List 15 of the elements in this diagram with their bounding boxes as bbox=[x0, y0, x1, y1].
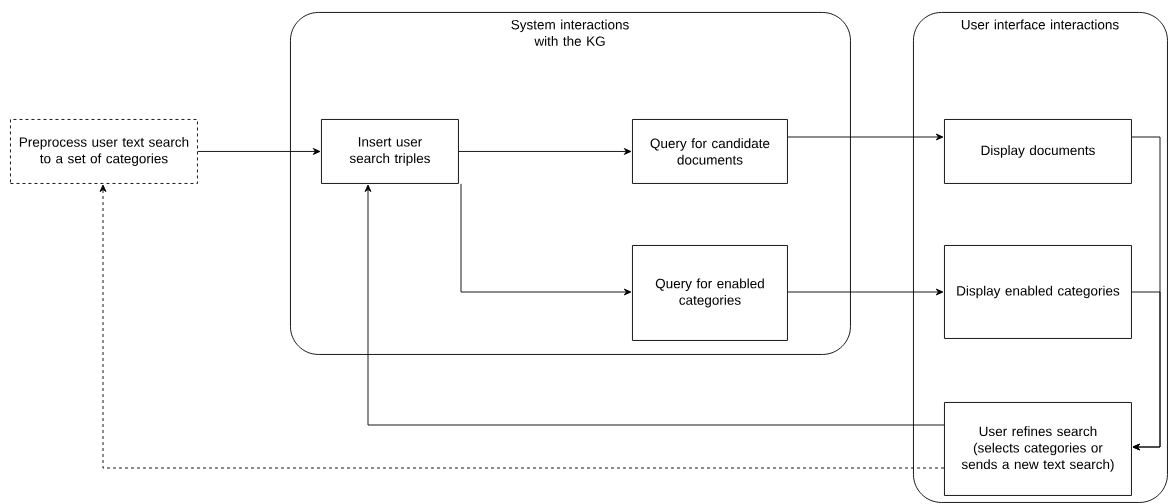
process-box: Insert user search triples bbox=[321, 119, 459, 184]
process-box: Query for enabled categories bbox=[632, 245, 788, 341]
process-box: Display documents bbox=[944, 119, 1132, 184]
arrow bbox=[1131, 291, 1161, 451]
process-box: User refines search (selects categories or sends a new text search) bbox=[944, 402, 1132, 496]
arrow bbox=[364, 184, 945, 426]
arrow bbox=[460, 183, 632, 296]
arrow bbox=[99, 184, 945, 469]
process-box: Query for candidate documents bbox=[632, 119, 788, 184]
arrow bbox=[458, 148, 632, 155]
process-box: Preprocess user text search to a set of categories bbox=[10, 119, 198, 184]
process-box: Display enabled categories bbox=[944, 245, 1132, 339]
arrow bbox=[787, 133, 944, 141]
arrow bbox=[197, 148, 321, 155]
arrow bbox=[787, 288, 944, 296]
